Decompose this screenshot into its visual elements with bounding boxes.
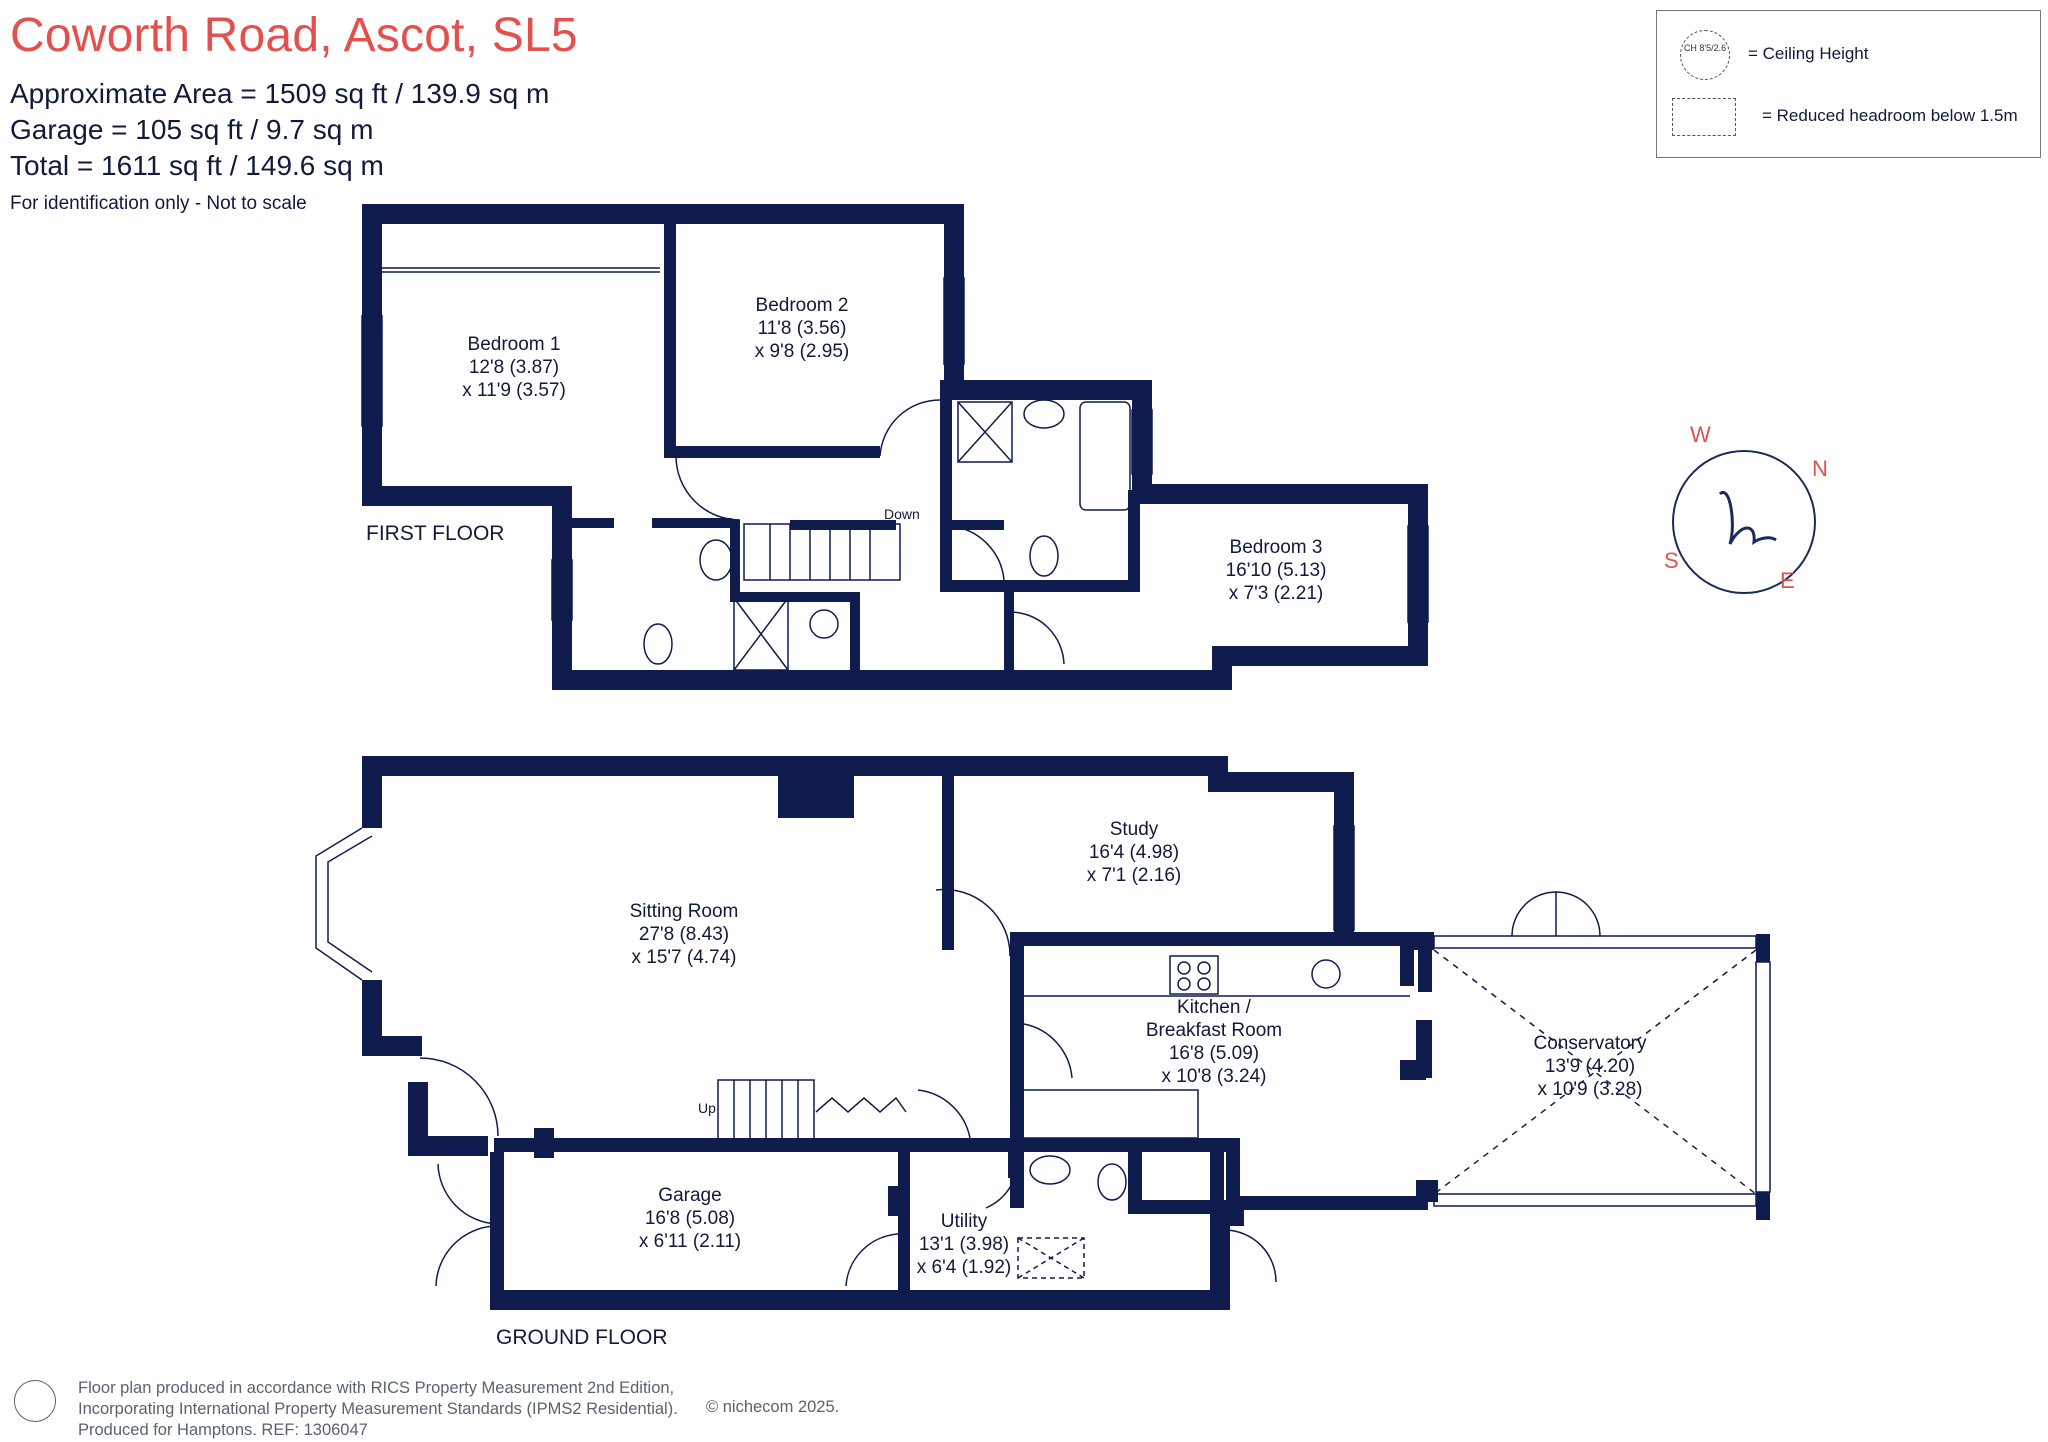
room-sitting: Sitting Room 27'8 (8.43) x 15'7 (4.74)	[630, 900, 739, 969]
footer-line-1: Floor plan produced in accordance with R…	[78, 1379, 675, 1397]
room-name-line2: Breakfast Room	[1145, 1020, 1283, 1041]
room-name: Study	[1109, 819, 1159, 840]
room-utility: Utility 13'1 (3.98) x 6'4 (1.92)	[917, 1210, 1011, 1279]
room-dimension: x 10'8 (3.24)	[1161, 1066, 1267, 1087]
room-name: Garage	[658, 1185, 722, 1206]
room-dimension: x 10'9 (3.28)	[1537, 1079, 1643, 1100]
room-dimension: 27'8 (8.43)	[638, 924, 730, 945]
room-dimension: x 6'4 (1.92)	[916, 1257, 1012, 1278]
brand-copyright: © nichecom 2025.	[706, 1398, 840, 1416]
fixtures-and-openings	[315, 267, 1771, 1287]
brand-monogram-icon	[1718, 490, 1777, 546]
room-dimension: 13'9 (4.20)	[1544, 1056, 1636, 1077]
room-study: Study 16'4 (4.98) x 7'1 (2.16)	[1087, 818, 1181, 887]
compass-east: E	[1780, 568, 1795, 593]
ceiling-height-icon: CH 8'5/2.6	[1680, 30, 1730, 80]
reduced-headroom-label: = Reduced headroom below 1.5m	[1762, 106, 2018, 125]
accessibility-person-icon	[14, 1380, 56, 1422]
room-name: Utility	[940, 1211, 988, 1232]
room-dimension: 11'8 (3.56)	[757, 318, 847, 339]
room-dimension: x 7'3 (2.21)	[1228, 583, 1324, 604]
room-dimension: 12'8 (3.87)	[468, 357, 560, 378]
room-dimension: 13'1 (3.98)	[918, 1234, 1010, 1255]
room-dimension: 16'8 (5.08)	[644, 1208, 736, 1229]
room-dimension: x 7'1 (2.16)	[1086, 865, 1182, 886]
room-bedroom-1: Bedroom 1 12'8 (3.87) x 11'9 (3.57)	[462, 333, 566, 402]
room-bedroom-2: Bedroom 2 11'8 (3.56) x 9'8 (2.95)	[755, 294, 849, 363]
approximate-area: Approximate Area = 1509 sq ft / 139.9 sq…	[10, 78, 550, 109]
room-kitchen: Kitchen / Breakfast Room 16'8 (5.09) x 1…	[1146, 996, 1282, 1088]
property-title: Coworth Road, Ascot, SL5	[10, 9, 578, 62]
footer-notes: Floor plan produced in accordance with R…	[78, 1378, 678, 1441]
first-floor-label: FIRST FLOOR	[366, 522, 505, 545]
room-dimension: 16'4 (4.98)	[1088, 842, 1180, 863]
stairs-up-label: Up	[698, 1100, 716, 1116]
stairs-down-label: Down	[884, 506, 920, 522]
room-name: Kitchen /	[1177, 997, 1251, 1018]
room-dimension: x 11'9 (3.57)	[462, 380, 566, 401]
ground-floor-label: GROUND FLOOR	[496, 1326, 668, 1349]
room-name: Conservatory	[1533, 1033, 1647, 1054]
compass-south: S	[1664, 548, 1679, 573]
compass-west: W	[1690, 422, 1711, 447]
walls	[362, 204, 1770, 1310]
room-name: Bedroom 1	[467, 334, 561, 355]
garage-area: Garage = 105 sq ft / 9.7 sq m	[10, 114, 374, 145]
room-name: Sitting Room	[629, 901, 739, 922]
ceiling-height-label: = Ceiling Height	[1748, 44, 1869, 63]
room-dimension: 16'8 (5.09)	[1168, 1043, 1260, 1064]
room-garage: Garage 16'8 (5.08) x 6'11 (2.11)	[639, 1184, 741, 1253]
room-conservatory: Conservatory 13'9 (4.20) x 10'9 (3.28)	[1534, 1032, 1647, 1101]
room-name: Bedroom 3	[1229, 537, 1323, 558]
compass-north: N	[1812, 456, 1828, 481]
room-dimension: x 15'7 (4.74)	[631, 947, 737, 968]
room-dimension: x 6'11 (2.11)	[638, 1231, 742, 1252]
room-name: Bedroom 2	[755, 295, 849, 316]
total-area: Total = 1611 sq ft / 149.6 sq m	[10, 150, 384, 181]
room-dimension: x 9'8 (2.95)	[754, 341, 850, 362]
scale-note: For identification only - Not to scale	[10, 193, 307, 214]
reduced-headroom-icon	[1672, 98, 1736, 136]
compass-icon	[1672, 450, 1816, 594]
footer-line-3: Produced for Hamptons. REF: 1306047	[78, 1421, 368, 1439]
footer-line-2: Incorporating International Property Mea…	[78, 1400, 678, 1418]
room-bedroom-3: Bedroom 3 16'10 (5.13) x 7'3 (2.21)	[1226, 536, 1327, 605]
room-dimension: 16'10 (5.13)	[1225, 560, 1327, 581]
